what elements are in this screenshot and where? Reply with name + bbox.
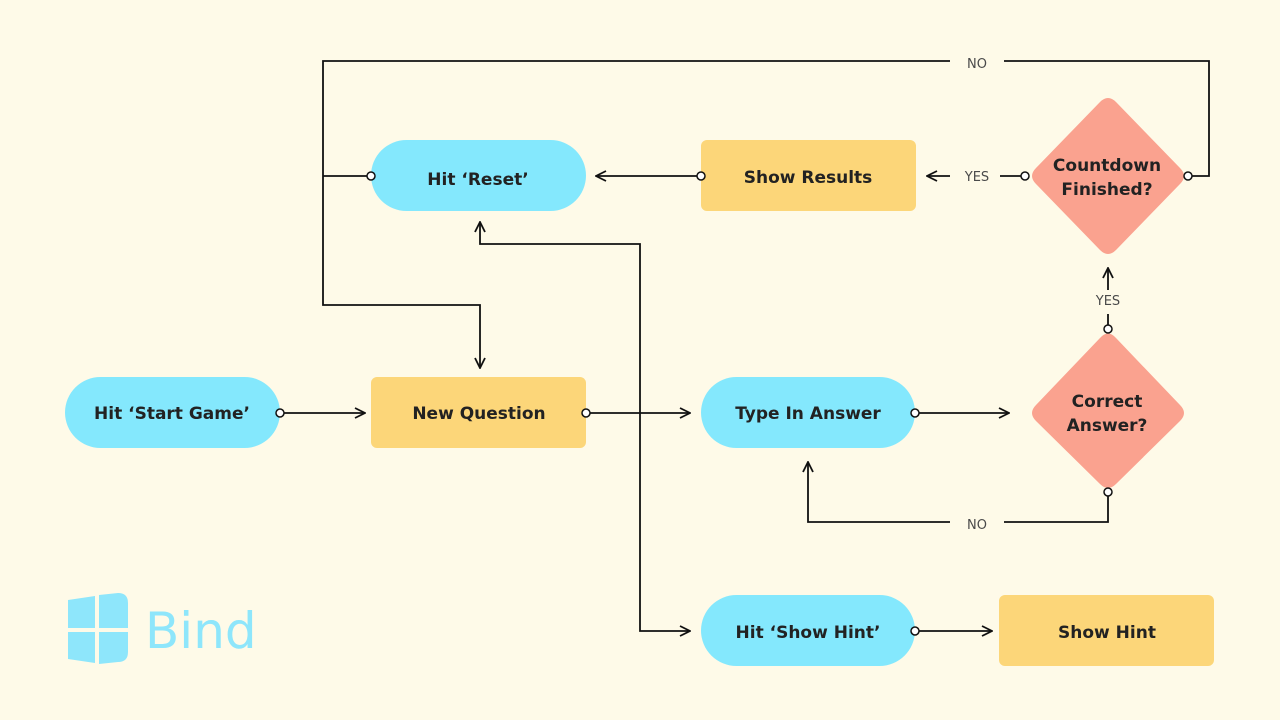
svg-text:Hit ‘Reset’: Hit ‘Reset’ — [427, 170, 528, 190]
node-show-hint-event: Hit ‘Show Hint’ — [701, 595, 915, 666]
node-type-answer: Type In Answer — [701, 377, 915, 448]
svg-text:Finished?: Finished? — [1061, 180, 1152, 200]
windows-logo-icon — [68, 593, 128, 664]
edge-countdown-no-left — [322, 60, 950, 368]
svg-text:Type In Answer: Type In Answer — [735, 404, 881, 424]
edge-label-countdown-no: NO — [967, 57, 987, 72]
svg-text:Countdown: Countdown — [1053, 156, 1161, 176]
node-show-results: Show Results — [701, 140, 916, 211]
svg-text:Show Hint: Show Hint — [1058, 623, 1156, 643]
edge-label-correct-yes: YES — [1095, 294, 1120, 309]
node-show-hint: Show Hint — [999, 595, 1214, 666]
edge-hint-branch-down — [639, 413, 690, 631]
edge-correct-no-left — [808, 462, 950, 523]
edge-label-correct-no: NO — [967, 518, 987, 533]
node-correct-answer: Correct Answer? — [1032, 333, 1184, 488]
edge-countdown-no-right — [1004, 60, 1210, 177]
svg-text:Answer?: Answer? — [1067, 416, 1148, 436]
node-reset: Hit ‘Reset’ — [371, 140, 586, 211]
connection-dots — [275, 171, 1193, 636]
node-countdown-finished: Countdown Finished? — [1032, 98, 1184, 254]
edge-hint-branch-reset — [480, 222, 641, 413]
brand-name: Bind — [145, 602, 257, 660]
svg-text:Hit ‘Start Game’: Hit ‘Start Game’ — [94, 404, 250, 424]
svg-text:Correct: Correct — [1072, 392, 1143, 412]
edge-correct-no-right — [1004, 492, 1109, 523]
node-start-game: Hit ‘Start Game’ — [65, 377, 280, 448]
svg-text:New Question: New Question — [412, 404, 545, 424]
edge-label-countdown-yes: YES — [964, 170, 989, 185]
svg-text:Hit ‘Show Hint’: Hit ‘Show Hint’ — [736, 623, 881, 643]
node-new-question: New Question — [371, 377, 586, 448]
svg-text:Show Results: Show Results — [744, 168, 873, 188]
